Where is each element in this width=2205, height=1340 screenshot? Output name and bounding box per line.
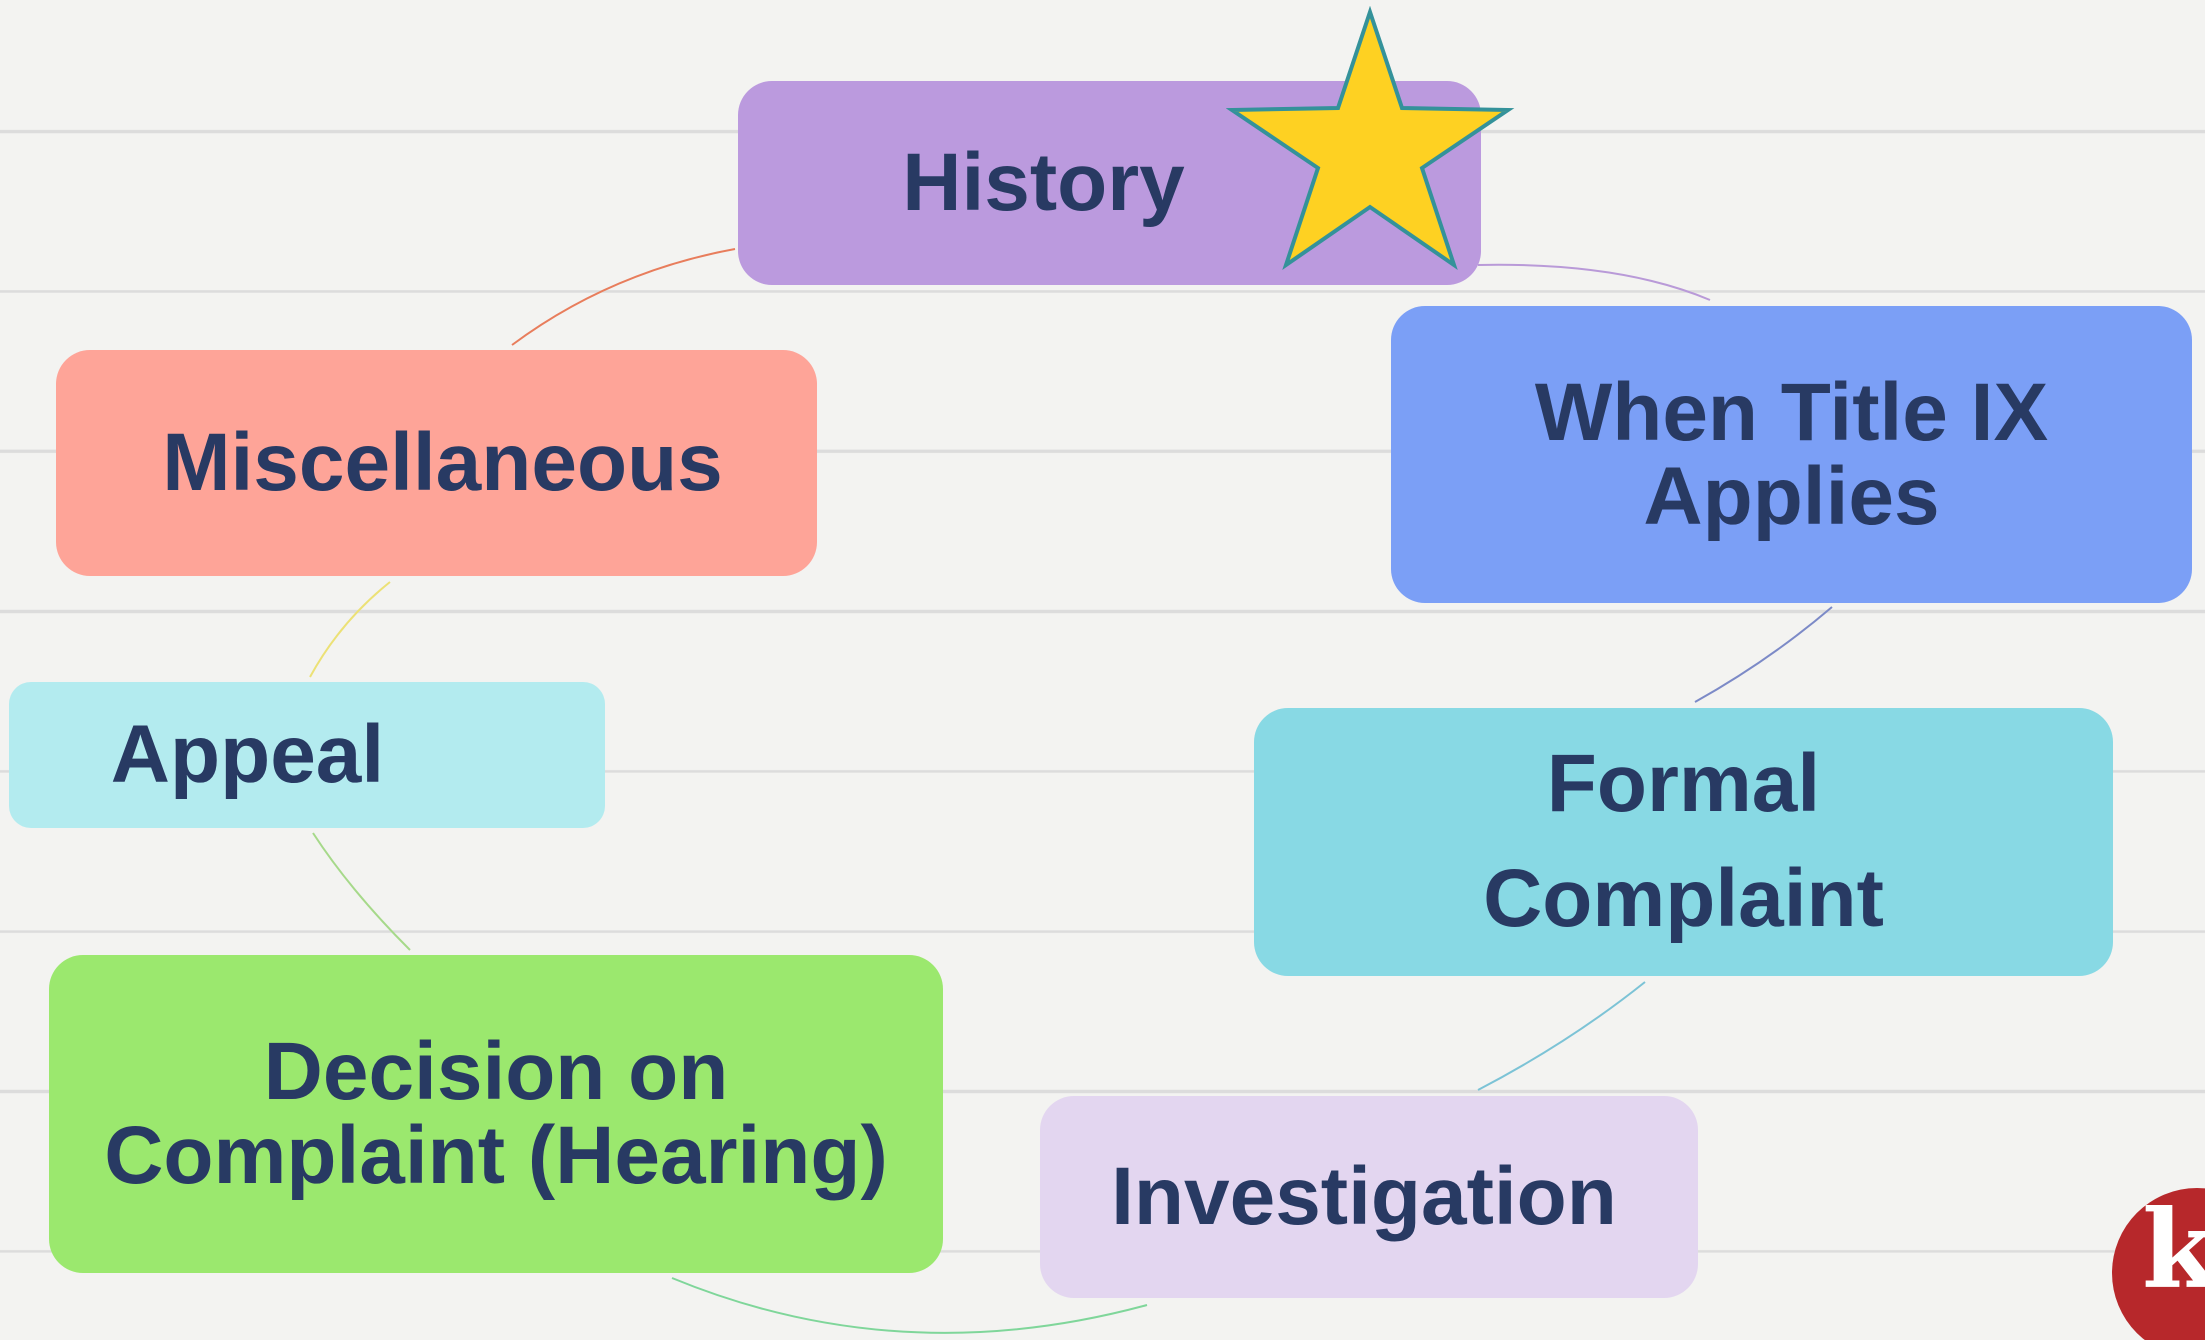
node-appeal-label: Appeal [110, 709, 385, 801]
node-decision-on-complaint-label: Decision on Complaint (Hearing) [104, 1026, 888, 1201]
connector-formal-complaint-to-investigation [1477, 981, 1646, 1091]
node-decision-on-complaint[interactable]: Decision on Complaint (Hearing) [49, 955, 943, 1273]
node-miscellaneous[interactable]: Miscellaneous [56, 350, 817, 576]
connector-title-ix-to-formal-complaint [1694, 606, 1833, 703]
connector-decision-to-appeal [312, 832, 411, 951]
node-history[interactable]: History [738, 81, 1481, 285]
node-when-title-ix-applies-label: When Title IX Applies [1534, 366, 2049, 542]
brand-logo-icon: k [2112, 1188, 2205, 1340]
node-investigation-label: Investigation [1111, 1151, 1617, 1243]
connector-appeal-to-miscellaneous [309, 581, 391, 678]
node-investigation[interactable]: Investigation [1040, 1096, 1698, 1298]
node-when-title-ix-applies[interactable]: When Title IX Applies [1391, 306, 2192, 603]
connector-history-to-title-ix [1477, 263, 1711, 301]
node-miscellaneous-label: Miscellaneous [162, 417, 723, 509]
node-formal-complaint[interactable]: Formal Complaint [1254, 708, 2113, 976]
node-history-label: History [902, 137, 1185, 229]
node-appeal[interactable]: Appeal [9, 682, 605, 828]
node-formal-complaint-label: Formal Complaint [1483, 738, 1884, 944]
connector-miscellaneous-to-history [511, 248, 736, 346]
brand-logo-letter: k [2142, 1188, 2205, 1313]
